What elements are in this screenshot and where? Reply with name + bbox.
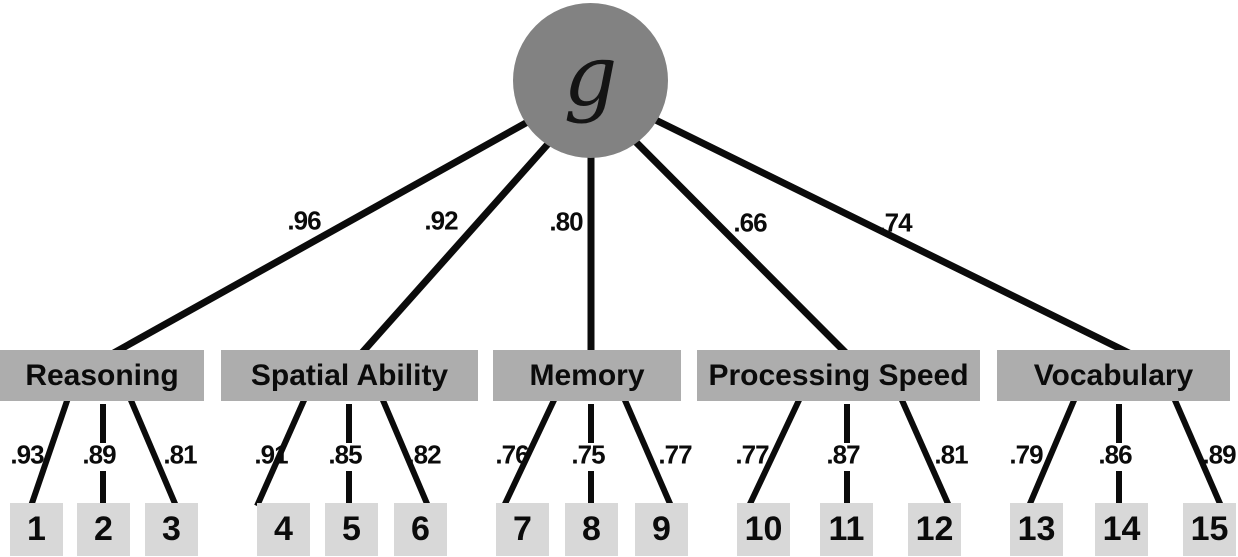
item-label-12: 12 xyxy=(915,510,954,548)
path-spatial-to-item-4 xyxy=(254,396,308,508)
factor-node-processing-speed: Processing Speed xyxy=(697,350,980,401)
factor-node-reasoning: Reasoning xyxy=(0,350,204,401)
item-label-4: 4 xyxy=(274,510,293,548)
item-label-3: 3 xyxy=(162,510,181,548)
item-label-5: 5 xyxy=(342,510,361,548)
item-label-9: 9 xyxy=(652,510,671,548)
item-label-13: 13 xyxy=(1017,510,1056,548)
path-reasoning-to-item-1 xyxy=(28,397,71,507)
item-node-1: 1 xyxy=(10,503,63,556)
item-node-14: 14 xyxy=(1095,503,1148,556)
path-g-to-processing-speed xyxy=(599,105,851,358)
path-vocabulary-to-item-15 xyxy=(1171,396,1224,508)
path-memory-to-item-9 xyxy=(621,396,674,508)
item-node-3: 3 xyxy=(145,503,198,556)
item-node-13: 13 xyxy=(1010,503,1063,556)
item-node-4: 4 xyxy=(257,503,310,556)
loading-label-item-9: .77 xyxy=(658,439,692,470)
g-loading-label-processing-speed: .66 xyxy=(733,207,767,238)
item-label-8: 8 xyxy=(582,510,601,548)
loading-label-item-14: .86 xyxy=(1098,439,1132,470)
item-label-10: 10 xyxy=(744,510,783,548)
loading-label-item-3: .81 xyxy=(163,439,197,470)
loading-label-item-2: .89 xyxy=(82,439,116,470)
item-label-1: 1 xyxy=(27,510,46,548)
loading-label-item-1: .93 xyxy=(10,439,44,470)
loading-label-item-4: .91 xyxy=(254,439,288,470)
loading-label-item-10: .77 xyxy=(735,439,769,470)
loading-label-item-8: .75 xyxy=(571,439,605,470)
factor-label-vocabulary: Vocabulary xyxy=(1033,358,1194,392)
loading-label-item-7: .76 xyxy=(495,439,529,470)
g-loading-label-reasoning: .96 xyxy=(287,205,321,236)
item-label-7: 7 xyxy=(513,510,532,548)
factor-label-spatial-ability: Spatial Ability xyxy=(250,358,449,392)
path-spatial-to-item-6 xyxy=(379,396,431,508)
item-node-5: 5 xyxy=(325,503,378,556)
factor-label-reasoning: Reasoning xyxy=(25,358,179,392)
factor-label-processing-speed: Processing Speed xyxy=(708,358,969,392)
path-processing-to-item-10 xyxy=(746,396,803,508)
path-reasoning-to-item-3 xyxy=(127,396,179,508)
factor-label-memory: Memory xyxy=(529,358,645,392)
path-g-to-spatial-ability xyxy=(357,105,583,358)
path-g-to-reasoning xyxy=(108,96,569,359)
path-vocabulary-to-item-13 xyxy=(1026,396,1078,508)
factor-node-spatial-ability: Spatial Ability xyxy=(221,350,478,401)
path-g-to-vocabulary xyxy=(613,96,1135,359)
loading-label-item-13: .79 xyxy=(1009,439,1043,470)
item-node-10: 10 xyxy=(737,503,790,556)
g-loading-label-vocabulary: .74 xyxy=(878,207,912,238)
item-node-8: 8 xyxy=(565,503,618,556)
item-label-14: 14 xyxy=(1102,510,1141,548)
loading-label-item-6: .82 xyxy=(407,439,441,470)
g-factor-label: g xyxy=(563,26,618,125)
g-factor-node: g xyxy=(513,3,668,158)
factor-node-memory: Memory xyxy=(493,350,681,401)
item-label-2: 2 xyxy=(94,510,113,548)
path-memory-to-item-7 xyxy=(501,396,558,508)
item-label-11: 11 xyxy=(828,510,865,548)
g-loading-label-spatial-ability: .92 xyxy=(424,205,458,236)
loading-label-item-15: .89 xyxy=(1202,439,1236,470)
item-label-6: 6 xyxy=(411,510,430,548)
g-loading-label-memory: .80 xyxy=(549,206,583,237)
item-node-15: 15 xyxy=(1183,503,1236,556)
item-node-9: 9 xyxy=(635,503,688,556)
loading-label-item-12: .81 xyxy=(934,439,968,470)
loading-label-item-5: .85 xyxy=(328,439,362,470)
item-node-12: 12 xyxy=(908,503,961,556)
path-processing-to-item-12 xyxy=(898,396,952,508)
item-node-7: 7 xyxy=(496,503,549,556)
factor-node-vocabulary: Vocabulary xyxy=(997,350,1230,401)
item-node-11: 11 xyxy=(820,503,873,556)
item-node-6: 6 xyxy=(394,503,447,556)
item-node-2: 2 xyxy=(77,503,130,556)
item-label-15: 15 xyxy=(1190,510,1229,548)
loading-label-item-11: .87 xyxy=(826,439,860,470)
